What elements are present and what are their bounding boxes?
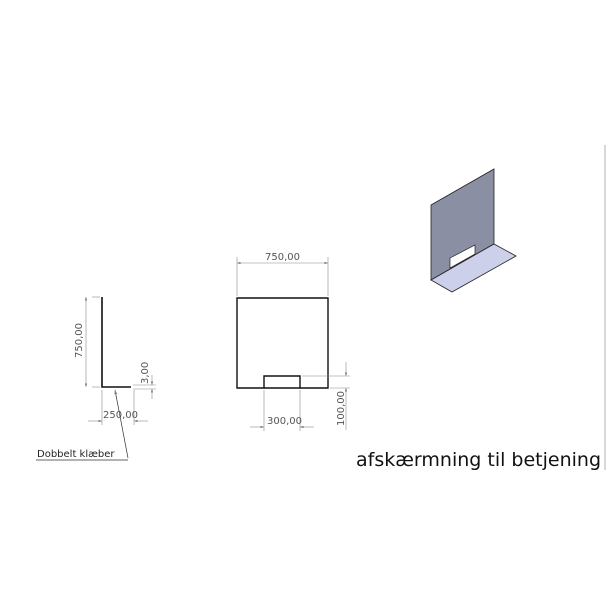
- panel-cutout: [449, 244, 476, 269]
- drawing-title: afskærmning til betjening: [356, 449, 601, 471]
- side-profile: [101, 297, 131, 388]
- adhesive-note: Dobbelt klæber: [37, 449, 115, 460]
- width-dimension: 750,00: [265, 252, 300, 263]
- base-dimension: 250,00: [103, 410, 138, 421]
- front-profile: [236, 297, 329, 389]
- height-dimension: 750,00: [74, 323, 85, 358]
- cutout-width-dimension: 300,00: [267, 416, 302, 427]
- thickness-dimension: 3,00: [140, 362, 151, 384]
- isometric-view: [430, 168, 517, 293]
- note-leader: [114, 389, 129, 459]
- front-view: 750,00 300,00 100,00: [236, 252, 350, 431]
- cutout-height-dimension: 100,00: [336, 391, 347, 426]
- base-plate: [430, 243, 517, 293]
- side-view: 750,00 3,00 250,00 Dobbelt klæber: [36, 296, 156, 461]
